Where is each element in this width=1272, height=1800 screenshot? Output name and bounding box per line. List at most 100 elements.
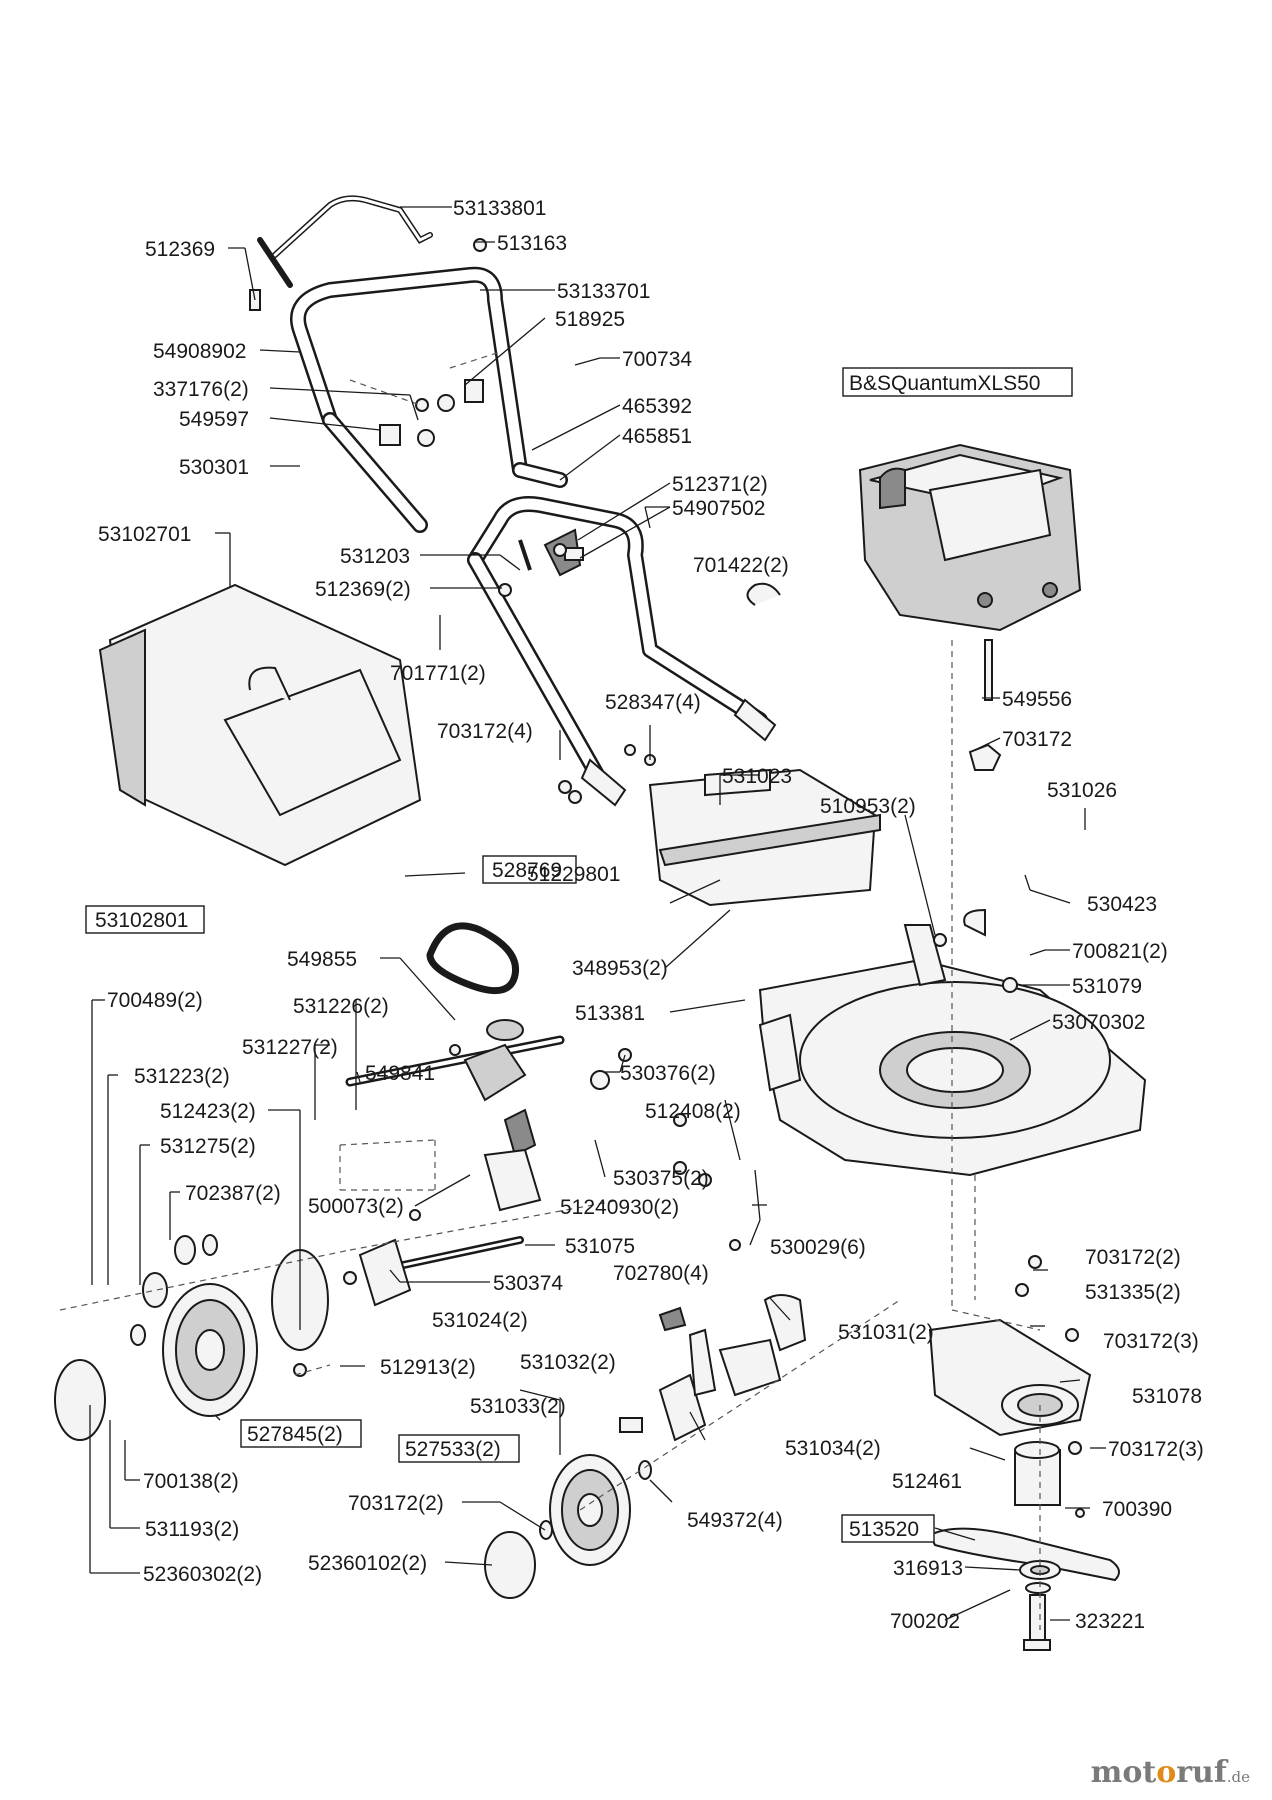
part-label-528347: 528347(4)	[605, 691, 701, 714]
part-label-54908902: 54908902	[153, 340, 246, 363]
part-label-512371: 512371(2)	[672, 473, 768, 496]
part-label-530029: 530029(6)	[770, 1236, 866, 1259]
box-513520	[841, 1514, 935, 1543]
part-label-549556: 549556	[1002, 688, 1072, 711]
part-label-700138: 700138(2)	[143, 1470, 239, 1493]
part-label-530375: 530375(2)	[613, 1167, 709, 1190]
part-label-527845: 527845(2)	[247, 1423, 343, 1446]
small-hardware	[293, 238, 1085, 1518]
box-528769	[482, 855, 577, 884]
part-label-700821: 700821(2)	[1072, 940, 1168, 963]
part-label-530301: 530301	[179, 456, 249, 479]
engine-label-box	[842, 367, 1073, 397]
part-label-512423: 512423(2)	[160, 1100, 256, 1123]
box-527845	[240, 1419, 362, 1448]
grass-catcher-bag	[98, 583, 422, 867]
part-label-531079: 531079	[1072, 975, 1142, 998]
part-label-513381: 513381	[575, 1002, 645, 1025]
part-label-518925: 518925	[555, 308, 625, 331]
part-label-53133801: 53133801	[453, 197, 546, 220]
mower-deck	[758, 924, 1147, 1177]
part-label-512369: 512369	[145, 238, 215, 261]
part-label-701422: 701422(2)	[693, 554, 789, 577]
box-527533	[398, 1434, 520, 1463]
part-label-549597: 549597	[179, 408, 249, 431]
rear-flap	[648, 768, 881, 907]
part-label-703172e: 703172(3)	[1108, 1438, 1204, 1461]
part-label-531078: 531078	[1132, 1385, 1202, 1408]
part-label-53102701: 53102701	[98, 523, 191, 546]
part-label-530374: 530374	[493, 1272, 563, 1295]
part-label-53070302: 53070302	[1052, 1011, 1145, 1034]
part-label-703172c: 703172(2)	[1085, 1246, 1181, 1269]
engine	[858, 443, 1082, 632]
box-53102801	[85, 905, 205, 934]
part-label-531023: 531023	[722, 765, 792, 788]
part-label-512913: 512913(2)	[380, 1356, 476, 1379]
handle-bail-lever	[257, 195, 433, 288]
part-label-512408: 512408(2)	[645, 1100, 741, 1123]
part-label-53102801: 53102801	[95, 909, 188, 932]
part-label-500073: 500073(2)	[308, 1195, 404, 1218]
lower-handle-bar	[467, 496, 777, 807]
part-label-337176: 337176(2)	[153, 378, 249, 401]
watermark-text-b: ruf	[1176, 1755, 1227, 1790]
part-label-465851: 465851	[622, 425, 692, 448]
part-label-531223: 531223(2)	[134, 1065, 230, 1088]
part-label-348953: 348953(2)	[572, 957, 668, 980]
part-label-531033: 531033(2)	[470, 1395, 566, 1418]
part-label-528769: 528769	[492, 859, 562, 882]
part-label-702780: 702780(4)	[613, 1262, 709, 1285]
part-label-701771: 701771(2)	[390, 662, 486, 685]
part-label-530376: 530376(2)	[620, 1062, 716, 1085]
front-wheel-assembly	[484, 1294, 807, 1599]
part-label-51240930: 51240930(2)	[560, 1196, 679, 1219]
part-label-531034: 531034(2)	[785, 1437, 881, 1460]
part-label-703172d: 703172(3)	[1103, 1330, 1199, 1353]
part-label-531335: 531335(2)	[1085, 1281, 1181, 1304]
drive-belt	[426, 922, 520, 995]
part-label-52360102: 52360102(2)	[308, 1552, 427, 1575]
part-label-531193: 531193(2)	[145, 1518, 239, 1541]
part-label-51229801: 51229801	[527, 863, 620, 886]
part-label-703172f: 703172(2)	[348, 1492, 444, 1515]
watermark-tld: .de	[1226, 1768, 1250, 1786]
part-label-702387: 702387(2)	[185, 1182, 281, 1205]
part-label-513520: 513520	[849, 1518, 919, 1541]
part-label-531227: 531227(2)	[242, 1036, 338, 1059]
part-label-323221: 323221	[1075, 1610, 1145, 1633]
gearbox-axle	[345, 1019, 565, 1307]
rear-wheel-assembly	[54, 1234, 329, 1441]
part-label-531032: 531032(2)	[520, 1351, 616, 1374]
assembly-guide-lines	[59, 351, 1041, 1630]
part-label-510953: 510953(2)	[820, 795, 916, 818]
part-label-527533: 527533(2)	[405, 1438, 501, 1461]
part-label-512369b: 512369(2)	[315, 578, 411, 601]
part-label-700489: 700489(2)	[107, 989, 203, 1012]
part-label-700734: 700734	[622, 348, 692, 371]
part-label-512461: 512461	[892, 1470, 962, 1493]
part-number-labels: B&SQuantumXLS50 53133801 513163 512369 5…	[95, 197, 1204, 1633]
upper-handle-bar	[290, 266, 568, 533]
part-label-513163: 513163	[497, 232, 567, 255]
part-label-549372: 549372(4)	[687, 1509, 783, 1532]
part-label-530423: 530423	[1087, 893, 1157, 916]
watermark-text-o: o	[1156, 1755, 1177, 1790]
part-label-549841: 549841	[365, 1062, 435, 1085]
part-label-700390: 700390	[1102, 1498, 1172, 1521]
part-label-531031: 531031(2)	[838, 1321, 934, 1344]
part-label-531026: 531026	[1047, 779, 1117, 802]
engine-model-label: B&SQuantumXLS50	[849, 372, 1040, 395]
handle-hardware	[249, 289, 781, 606]
part-label-52360302: 52360302(2)	[143, 1563, 262, 1586]
part-label-531075: 531075	[565, 1235, 635, 1258]
part-label-531203: 531203	[340, 545, 410, 568]
watermark-text-a: mot	[1090, 1755, 1157, 1790]
part-label-465392: 465392	[622, 395, 692, 418]
part-label-316913: 316913	[893, 1557, 963, 1580]
callout-leader-lines	[89, 206, 1106, 1621]
part-label-53133701: 53133701	[557, 280, 650, 303]
part-label-700202: 700202	[890, 1610, 960, 1633]
part-label-531226: 531226(2)	[293, 995, 389, 1018]
